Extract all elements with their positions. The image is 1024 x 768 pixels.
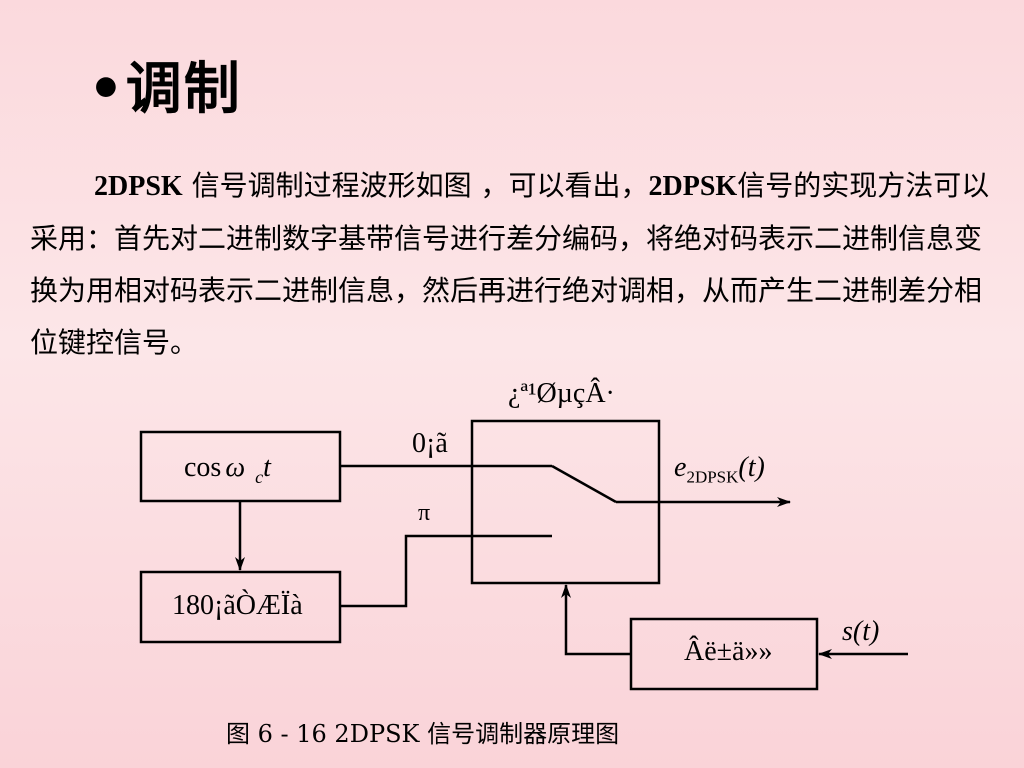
input-signal-arg: (t) bbox=[852, 616, 880, 647]
encoder-to-switch-arrow bbox=[561, 584, 631, 656]
diff-encoder-label: Âë±ä»» bbox=[684, 636, 773, 667]
phase-shift-label: 180¡ãÒÆÏà bbox=[172, 590, 303, 621]
body-paragraph: 2DPSK 信号调制过程波形如图 ，可以看出，2DPSK信号的实现方法可以采用：… bbox=[30, 160, 1005, 369]
switch-title-label: ¿ª¹ØµçÂ· bbox=[508, 378, 615, 409]
carrier-sub: c bbox=[255, 466, 264, 487]
carrier-cos: cos bbox=[184, 452, 222, 483]
switch-arm bbox=[551, 464, 617, 504]
phase-shift-to-switch-line bbox=[340, 534, 552, 608]
paragraph-lead: 2DPSK bbox=[94, 171, 183, 202]
input-signal-s: s bbox=[842, 616, 853, 647]
input-0-label: 0¡ã bbox=[412, 428, 448, 459]
carrier-t: t bbox=[263, 452, 271, 483]
paragraph-text-1: 信号调制过程波形如图 ，可以看出， bbox=[182, 169, 649, 202]
output-arg: (t) bbox=[738, 452, 765, 483]
input-signal-label: s(t) bbox=[842, 616, 879, 648]
carrier-omega: ω bbox=[225, 452, 246, 483]
paragraph-text-2: 信号的实现方法可以采用：首先对二进制数字基带信号进行差分编码，将绝对码表示二进制… bbox=[30, 169, 990, 359]
slide-title: •调制 bbox=[88, 57, 242, 122]
output-e: e bbox=[674, 452, 687, 483]
figure-caption: 图 6 - 16 2DPSK 信号调制器原理图 bbox=[226, 720, 620, 748]
paragraph-mid: 2DPSK bbox=[648, 171, 738, 202]
output-sub: 2DPSK bbox=[686, 467, 739, 487]
input-pi-label: π bbox=[418, 500, 431, 526]
output-label: e2DPSK(t) bbox=[674, 452, 765, 488]
